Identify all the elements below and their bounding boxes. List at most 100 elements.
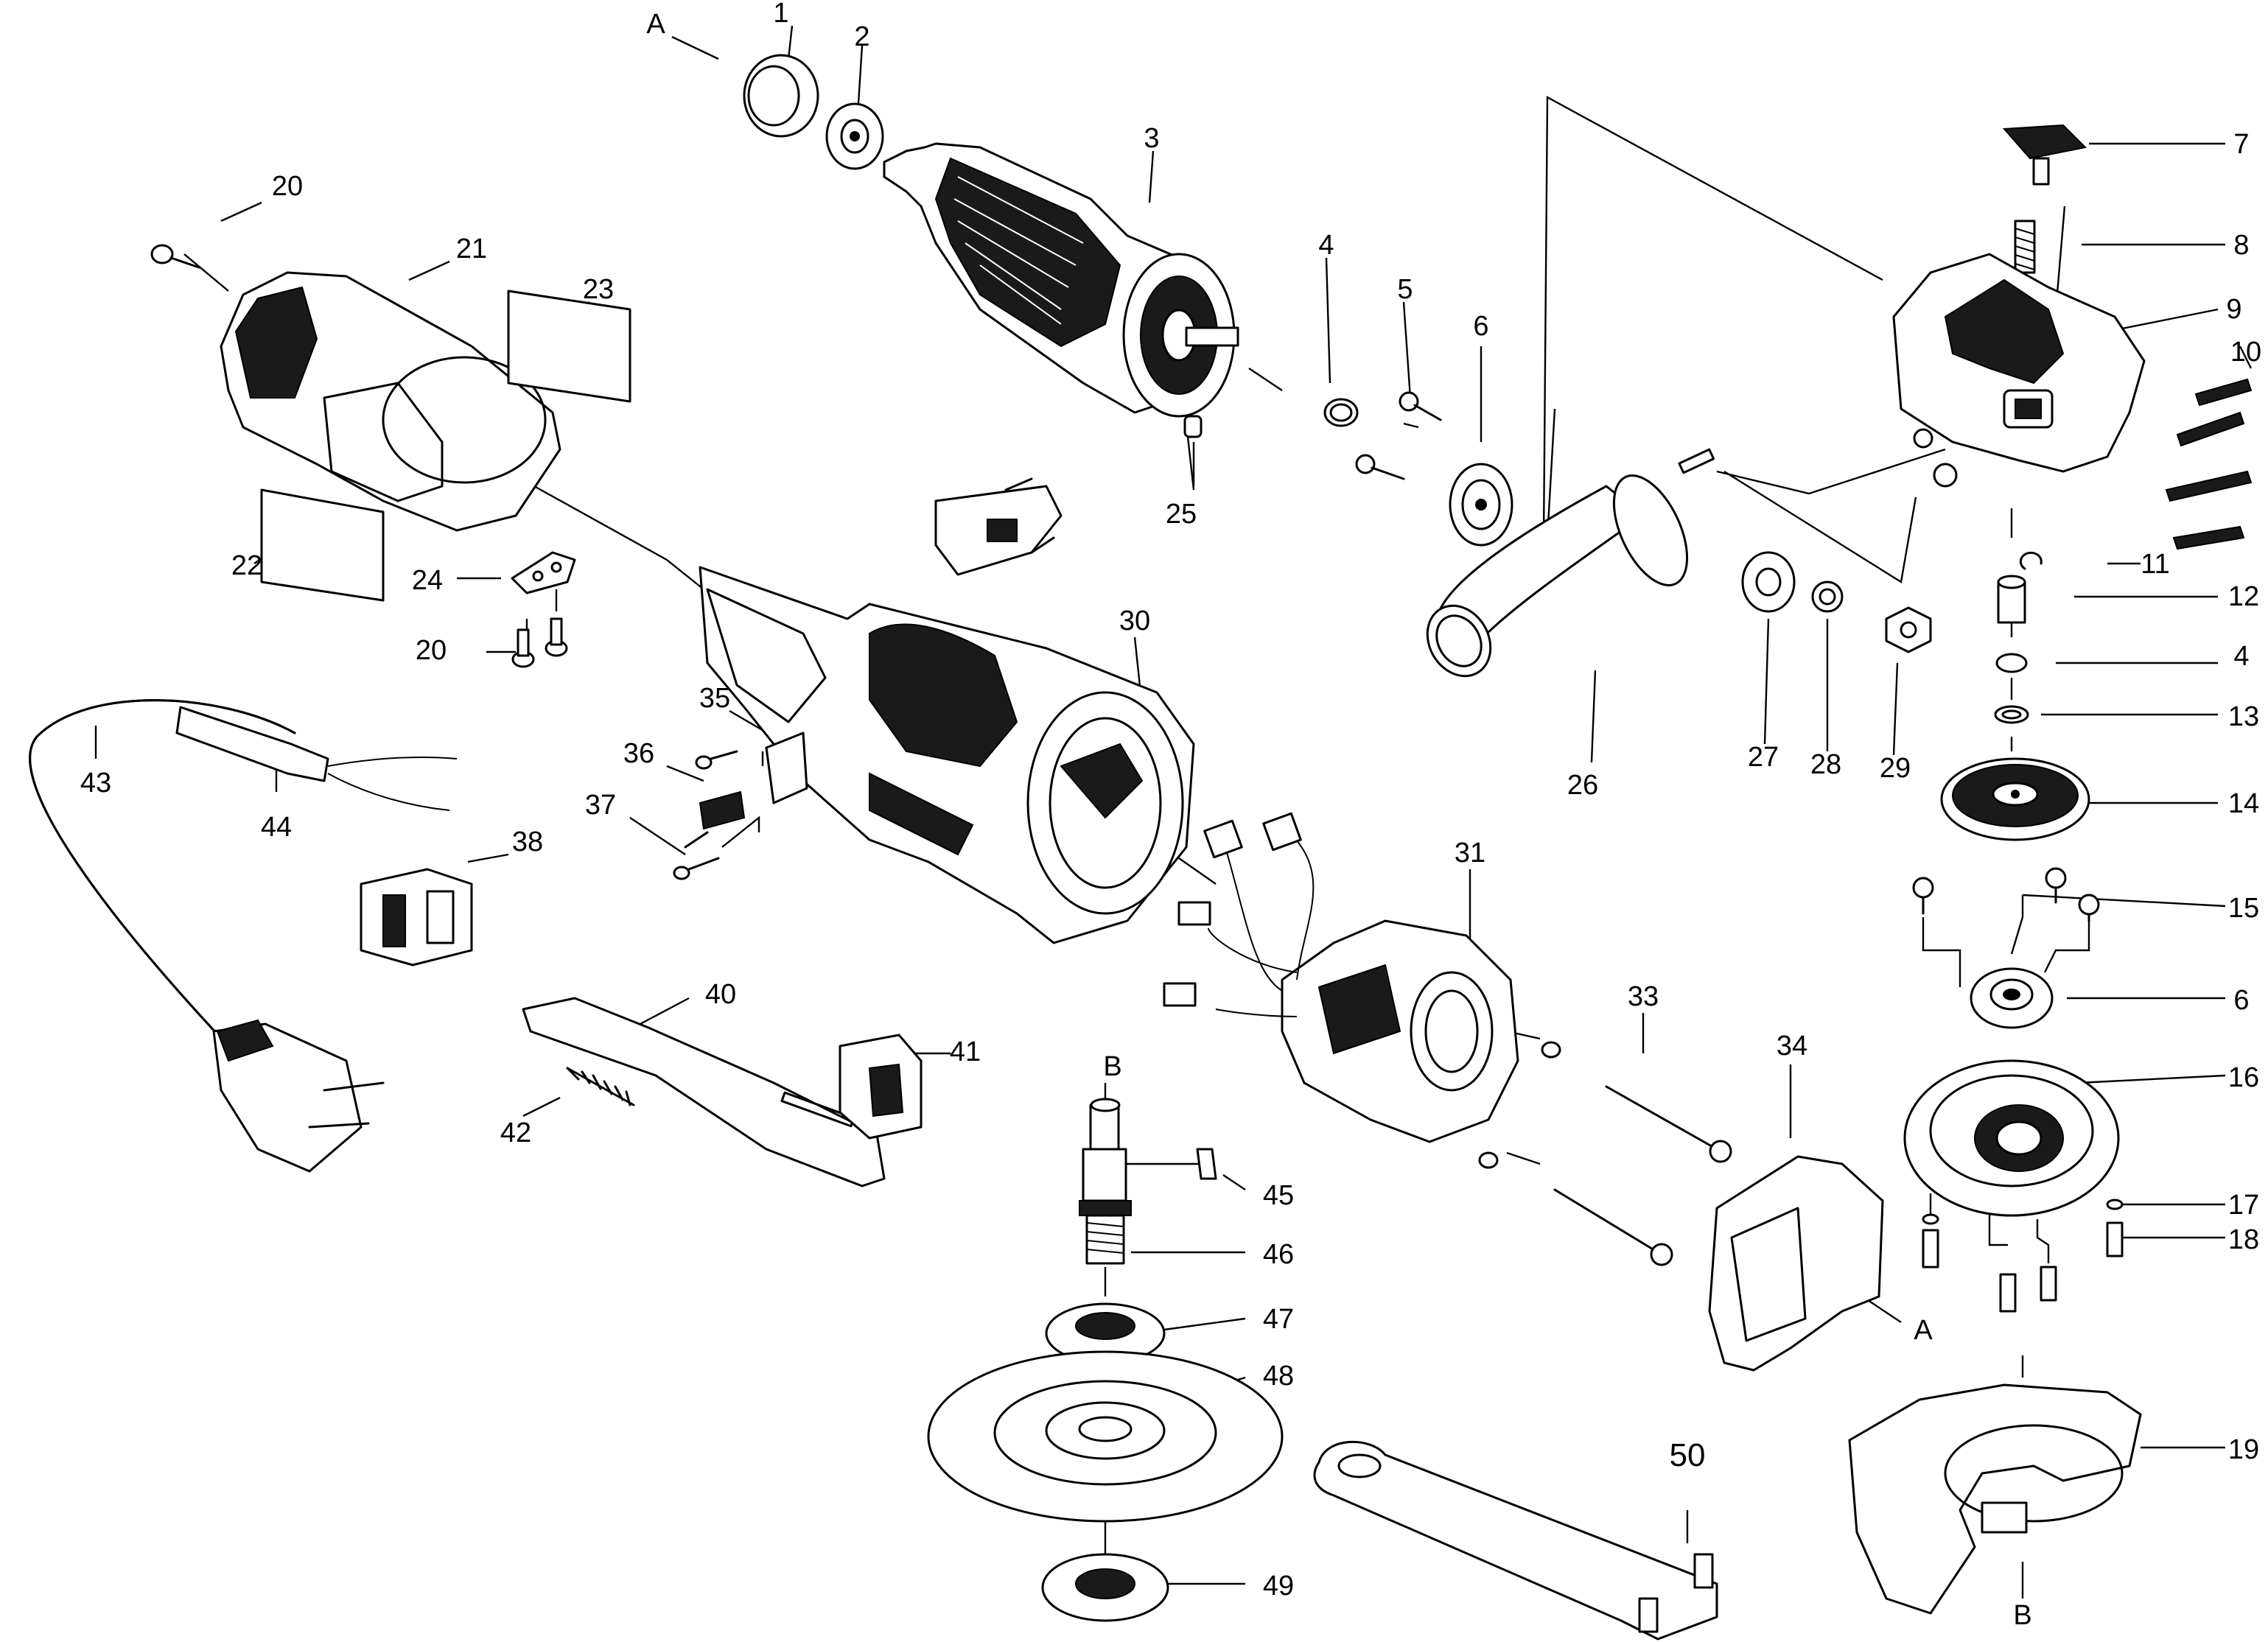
callout-4-top: 4 [1318, 230, 1334, 261]
callout-29: 29 [1880, 753, 1911, 784]
callout-20-bottom: 20 [416, 635, 447, 666]
part-26-side-handle [1426, 448, 1715, 678]
part-14-bevel-gear [1940, 757, 2090, 841]
part-6-bearing-top [1449, 463, 1513, 547]
callout-14: 14 [2228, 788, 2259, 819]
part-42-spring [566, 1067, 635, 1106]
part-4-circlip-top [1323, 398, 1359, 427]
callout-11: 11 [2141, 549, 2169, 580]
part-13-washer [1994, 705, 2029, 724]
callout-15: 15 [2228, 893, 2259, 924]
part-20-screw-top [150, 244, 200, 269]
part-31-stator [1163, 812, 1519, 1143]
part-3-armature [883, 142, 1239, 418]
callout-7: 7 [2233, 129, 2249, 160]
reference-b-bottom: B [2013, 1600, 2031, 1631]
callout-36: 36 [623, 738, 654, 769]
callout-44: 44 [261, 812, 292, 843]
part-41-switch-cover [839, 1034, 923, 1140]
part-1-bushing [743, 54, 819, 138]
callout-26: 26 [1567, 770, 1598, 801]
part-35-36-37-brush-set [673, 731, 808, 880]
callout-6-right: 6 [2233, 985, 2249, 1016]
callout-13: 13 [2228, 701, 2259, 732]
reference-b-top: B [1103, 1051, 1121, 1082]
callout-3: 3 [1144, 123, 1159, 154]
callout-27: 27 [1748, 742, 1779, 773]
part-43-44-power-cord [29, 699, 458, 1173]
part-19-wheel-guard [1848, 1383, 2142, 1615]
part-6-bearing-lower [1970, 967, 2054, 1029]
callout-35: 35 [699, 683, 730, 714]
part-47-inner-flange [1045, 1302, 1166, 1364]
callout-2: 2 [854, 21, 869, 52]
callout-41: 41 [950, 1036, 981, 1067]
part-29-nut [1885, 606, 1932, 653]
part-34-air-guide [1708, 1155, 1884, 1372]
part-38-switch [360, 868, 473, 966]
callout-30: 30 [1119, 606, 1150, 636]
part-33-stator-screws [1478, 1041, 1732, 1266]
callout-9: 9 [2226, 294, 2241, 325]
callout-22: 22 [231, 550, 262, 581]
callout-1: 1 [773, 0, 788, 29]
callout-42: 42 [500, 1118, 531, 1148]
part-12-bush [1997, 575, 2026, 624]
callout-31: 31 [1455, 838, 1485, 869]
callout-45: 45 [1263, 1180, 1294, 1211]
callout-10: 10 [2230, 337, 2261, 368]
callout-21: 21 [456, 234, 487, 264]
part-49-clamp-nut [1041, 1553, 1169, 1622]
part-11-c-clip [2019, 551, 2043, 570]
callout-43: 43 [80, 768, 111, 799]
carbon-brush-holder-top [934, 477, 1063, 576]
callout-49: 49 [1263, 1571, 1294, 1601]
callout-40: 40 [705, 979, 736, 1010]
part-16-bearing-flange [1903, 1059, 2120, 1217]
part-17-washers [1922, 1199, 2124, 1225]
callout-28: 28 [1810, 749, 1841, 780]
callout-6-top: 6 [1473, 311, 1488, 342]
reference-a-bottom: A [1914, 1315, 1933, 1346]
part-9-gear-housing [1892, 253, 2146, 488]
callout-4-right: 4 [2233, 641, 2249, 672]
callout-18: 18 [2228, 1224, 2259, 1255]
leader-lines [94, 25, 2253, 1599]
callout-8: 8 [2233, 230, 2249, 261]
callout-labels: 1 2 3 4 4 5 6 6 7 8 9 10 11 12 13 14 15 … [80, 0, 2261, 1631]
part-8-spring [2014, 220, 2036, 274]
callout-12: 12 [2228, 581, 2259, 612]
part-15-screws [1912, 867, 2100, 922]
callout-34: 34 [1777, 1031, 1807, 1062]
part-21-rear-housing [220, 271, 561, 532]
part-7-lock-button [2002, 124, 2087, 186]
callout-25: 25 [1166, 499, 1197, 530]
part-22-label [260, 488, 385, 602]
part-48-grinding-disc [927, 1350, 1284, 1523]
callout-23: 23 [583, 274, 614, 305]
part-10-housing-screws [2165, 378, 2253, 550]
callout-17: 17 [2228, 1190, 2259, 1221]
part-4-circlip-mid [1995, 653, 2028, 673]
part-23-label [507, 290, 631, 403]
part-20-screws-bottom [511, 617, 568, 668]
callout-16: 16 [2228, 1062, 2259, 1093]
callout-20-top: 20 [272, 171, 303, 202]
part-2-bearing [825, 102, 884, 170]
callout-46: 46 [1263, 1239, 1294, 1270]
callout-24: 24 [412, 565, 443, 596]
part-30-motor-housing [699, 566, 1195, 944]
part-5-screws [1355, 391, 1442, 480]
part-25-small-pin [1183, 415, 1203, 438]
part-27-pinion [1741, 551, 1796, 613]
callout-48: 48 [1263, 1361, 1294, 1392]
part-18-screws [1922, 1221, 2124, 1313]
part-45-key [1196, 1148, 1217, 1180]
reference-a-top: A [646, 9, 665, 40]
callout-37: 37 [585, 790, 616, 821]
callout-5: 5 [1397, 274, 1413, 305]
part-40-switch-rod [522, 997, 886, 1187]
part-50-pin-wrench [1313, 1440, 1718, 1641]
part-46-spindle [1079, 1098, 1132, 1265]
